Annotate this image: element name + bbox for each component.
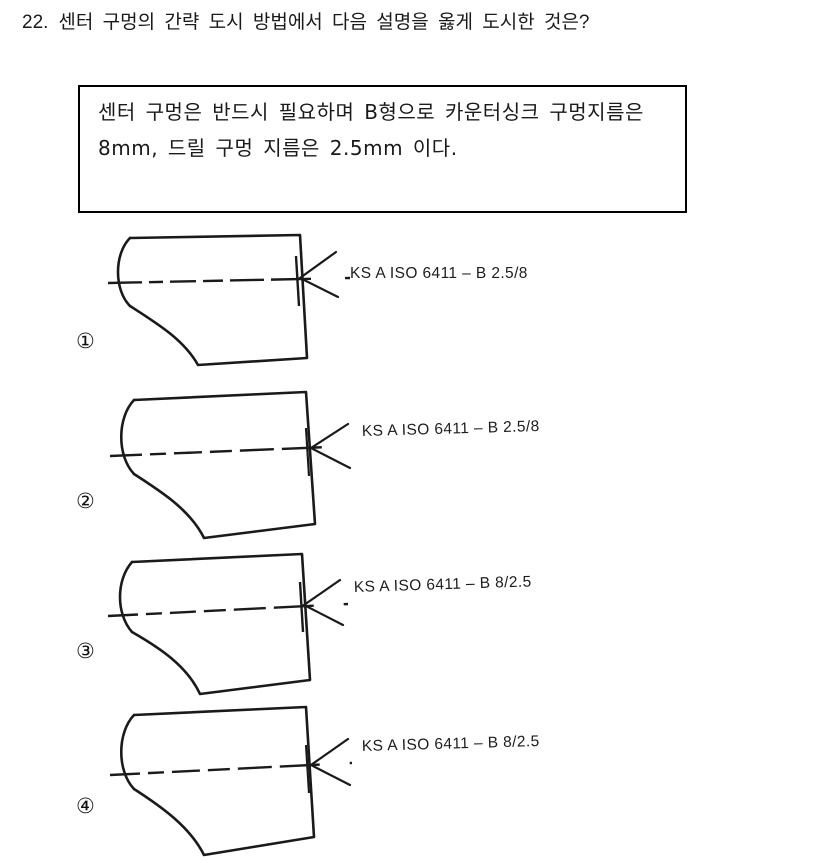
question-number: 22. [22,12,49,33]
option-4-label: KS A ISO 6411 – B 8/2.5 [362,733,540,755]
shaft-end-drawing-4: KS A ISO 6411 – B 8/2.5 [109,705,540,857]
option-3-label: KS A ISO 6411 – B 8/2.5 [354,573,532,596]
shaft-outline [130,552,312,696]
option-4-figure: KS A ISO 6411 – B 8/2.5 [100,703,720,863]
option-1[interactable]: ① KS A ISO 6411 – B 2.5/8 [0,228,826,388]
option-marker-4[interactable]: ④ [76,794,95,818]
leader-arrow [297,250,340,299]
statement-box: 센터 구멍은 반드시 필요하며 B형으로 카운터싱크 구멍지름은 8mm, 드릴… [78,85,687,213]
shaft-outline [132,705,316,857]
option-2-figure: KS A ISO 6411 – B 2.5/8 [100,388,720,548]
option-3[interactable]: ③ KS A ISO 6411 – B 8/2.5 [0,548,826,708]
center-hole-tick [294,255,301,307]
shaft-left-arc [118,560,134,634]
statement-text: 센터 구멍은 반드시 필요하며 B형으로 카운터싱크 구멍지름은 8mm, 드릴… [98,100,644,160]
center-hole-tick [304,744,311,794]
option-4[interactable]: ④ KS A ISO 6411 – B 8/2.5 [0,703,826,863]
option-2-label: KS A ISO 6411 – B 2.5/8 [362,418,540,440]
shaft-left-arc [116,236,132,308]
center-line [109,761,353,777]
leader-arrow [308,737,352,787]
shaft-end-drawing-3: KS A ISO 6411 – B 8/2.5 [107,552,532,696]
shaft-outline [128,233,309,367]
center-hole-tick [304,427,311,477]
question-stem: 22. 센터 구멍의 간략 도시 방법에서 다음 설명을 옳게 도시한 것은? [22,8,812,38]
option-marker-2[interactable]: ② [76,489,95,513]
shaft-end-drawing-1: KS A ISO 6411 – B 2.5/8 [107,233,528,367]
option-1-figure: KS A ISO 6411 – B 2.5/8 [100,228,720,388]
shaft-outline [132,390,317,540]
center-line [107,276,351,285]
option-2[interactable]: ② KS A ISO 6411 – B 2.5/8 [0,388,826,548]
option-marker-1[interactable]: ① [76,329,95,353]
option-3-figure: KS A ISO 6411 – B 8/2.5 [100,548,720,708]
option-1-label: KS A ISO 6411 – B 2.5/8 [350,265,528,282]
shaft-end-drawing-2: KS A ISO 6411 – B 2.5/8 [109,390,540,540]
shaft-left-arc [119,713,136,791]
center-hole-tick [298,581,305,633]
option-marker-3[interactable]: ③ [76,639,95,663]
shaft-left-arc [119,398,136,476]
leader-arrow [301,578,345,627]
question-text: 센터 구멍의 간략 도시 방법에서 다음 설명을 옳게 도시한 것은? [58,12,590,33]
leader-arrow [308,422,352,470]
